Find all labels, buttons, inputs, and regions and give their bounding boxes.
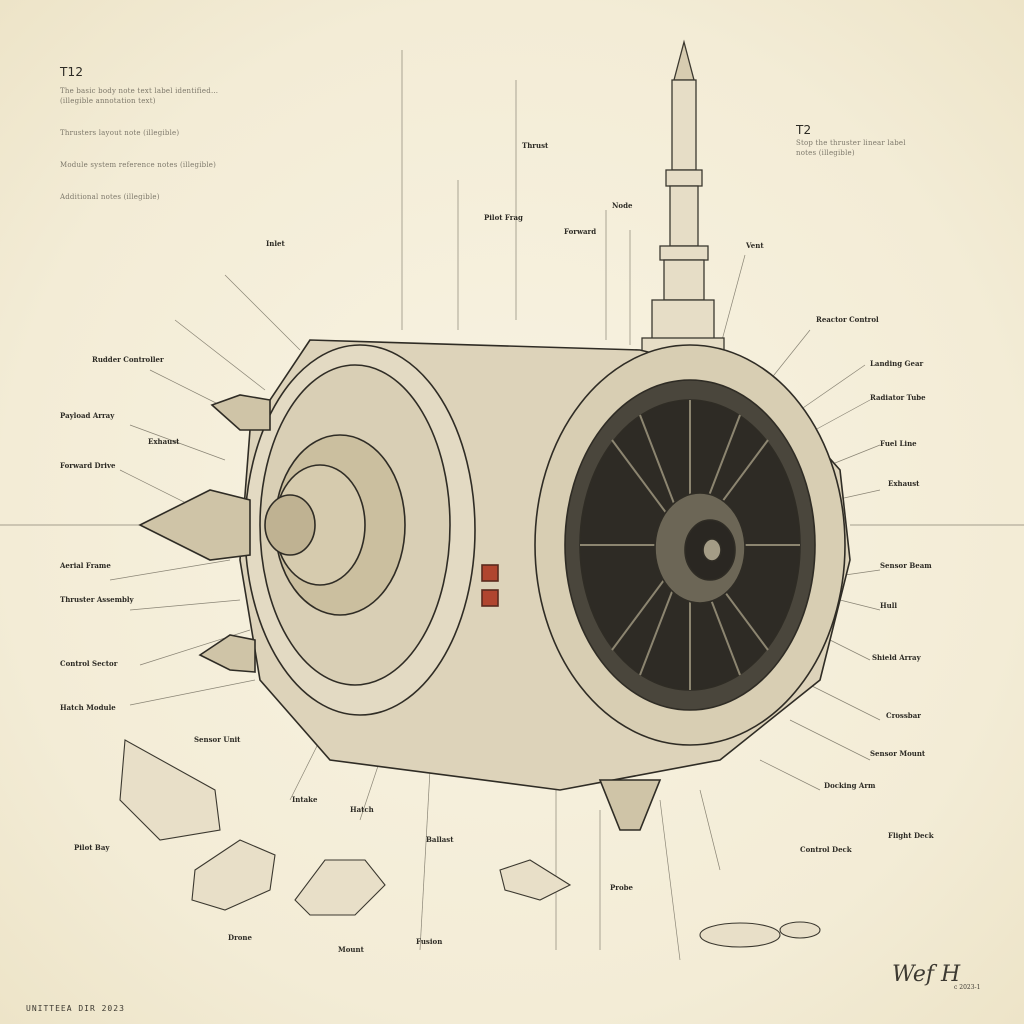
- callout: Radiator Tube: [870, 393, 926, 402]
- callout: Mount: [338, 945, 364, 954]
- callout: Ballast: [426, 835, 454, 844]
- callout: Sensor Beam: [880, 561, 932, 570]
- callout: Exhaust: [888, 479, 920, 488]
- title-right: T2: [796, 123, 812, 137]
- callout: Reactor Control: [816, 315, 879, 324]
- signature: Wef H c 2023-1: [892, 962, 980, 991]
- ship-hull: [138, 339, 851, 831]
- note-right: Stop the thruster linear label notes (il…: [796, 139, 906, 157]
- callout: Rudder Controller: [92, 355, 164, 364]
- callout: Control Sector: [60, 659, 118, 668]
- footer-caption: UNITTEEA DIR 2023: [26, 1004, 125, 1013]
- callout: Exhaust: [148, 437, 180, 446]
- callout: Vent: [746, 241, 764, 250]
- signature-text: Wef H: [892, 962, 961, 987]
- callout: Inlet: [266, 239, 285, 248]
- callout: Hull: [880, 601, 898, 610]
- callout: Landing Gear: [870, 359, 924, 368]
- title-left: T12: [60, 65, 84, 79]
- note-4: Additional notes (illegible): [60, 193, 160, 201]
- callout: Sensor Unit: [194, 735, 241, 744]
- callout: Shield Array: [872, 653, 921, 662]
- callout: Pilot Bay: [74, 843, 110, 852]
- callout: Drone: [228, 933, 252, 942]
- callout: Flight Deck: [888, 831, 934, 840]
- callout: Probe: [610, 883, 633, 892]
- callout: Thrust: [522, 141, 549, 150]
- callout: Control Deck: [800, 845, 852, 854]
- callout: Payload Array: [60, 411, 115, 420]
- callout: Aerial Frame: [60, 561, 111, 570]
- note-3: Module system reference notes (illegible…: [60, 161, 217, 169]
- notes-left: T12 The basic body note text label ident…: [60, 64, 220, 202]
- callout: Docking Arm: [824, 781, 876, 790]
- callout: Hatch: [350, 805, 374, 814]
- callout: Hatch Module: [60, 703, 116, 712]
- callout: Intake: [292, 795, 318, 804]
- signature-note: c 2023-1: [954, 984, 981, 991]
- callout: Thruster Assembly: [60, 595, 134, 604]
- note-1: The basic body note text label identifie…: [60, 87, 219, 105]
- vehicle-sketches: [119, 739, 821, 948]
- antenna-spire: [641, 39, 725, 357]
- callout: Fuel Line: [880, 439, 917, 448]
- callout: Sensor Mount: [870, 749, 926, 758]
- notes-right: T2 Stop the thruster linear label notes …: [796, 122, 906, 158]
- callout: Pilot Frag: [484, 213, 523, 222]
- callout: Forward: [564, 227, 597, 236]
- callout: Node: [612, 201, 633, 210]
- note-2: Thrusters layout note (illegible): [60, 129, 180, 137]
- callout: Crossbar: [886, 711, 921, 720]
- callout: Fusion: [416, 937, 443, 946]
- callout: Forward Drive: [60, 461, 116, 470]
